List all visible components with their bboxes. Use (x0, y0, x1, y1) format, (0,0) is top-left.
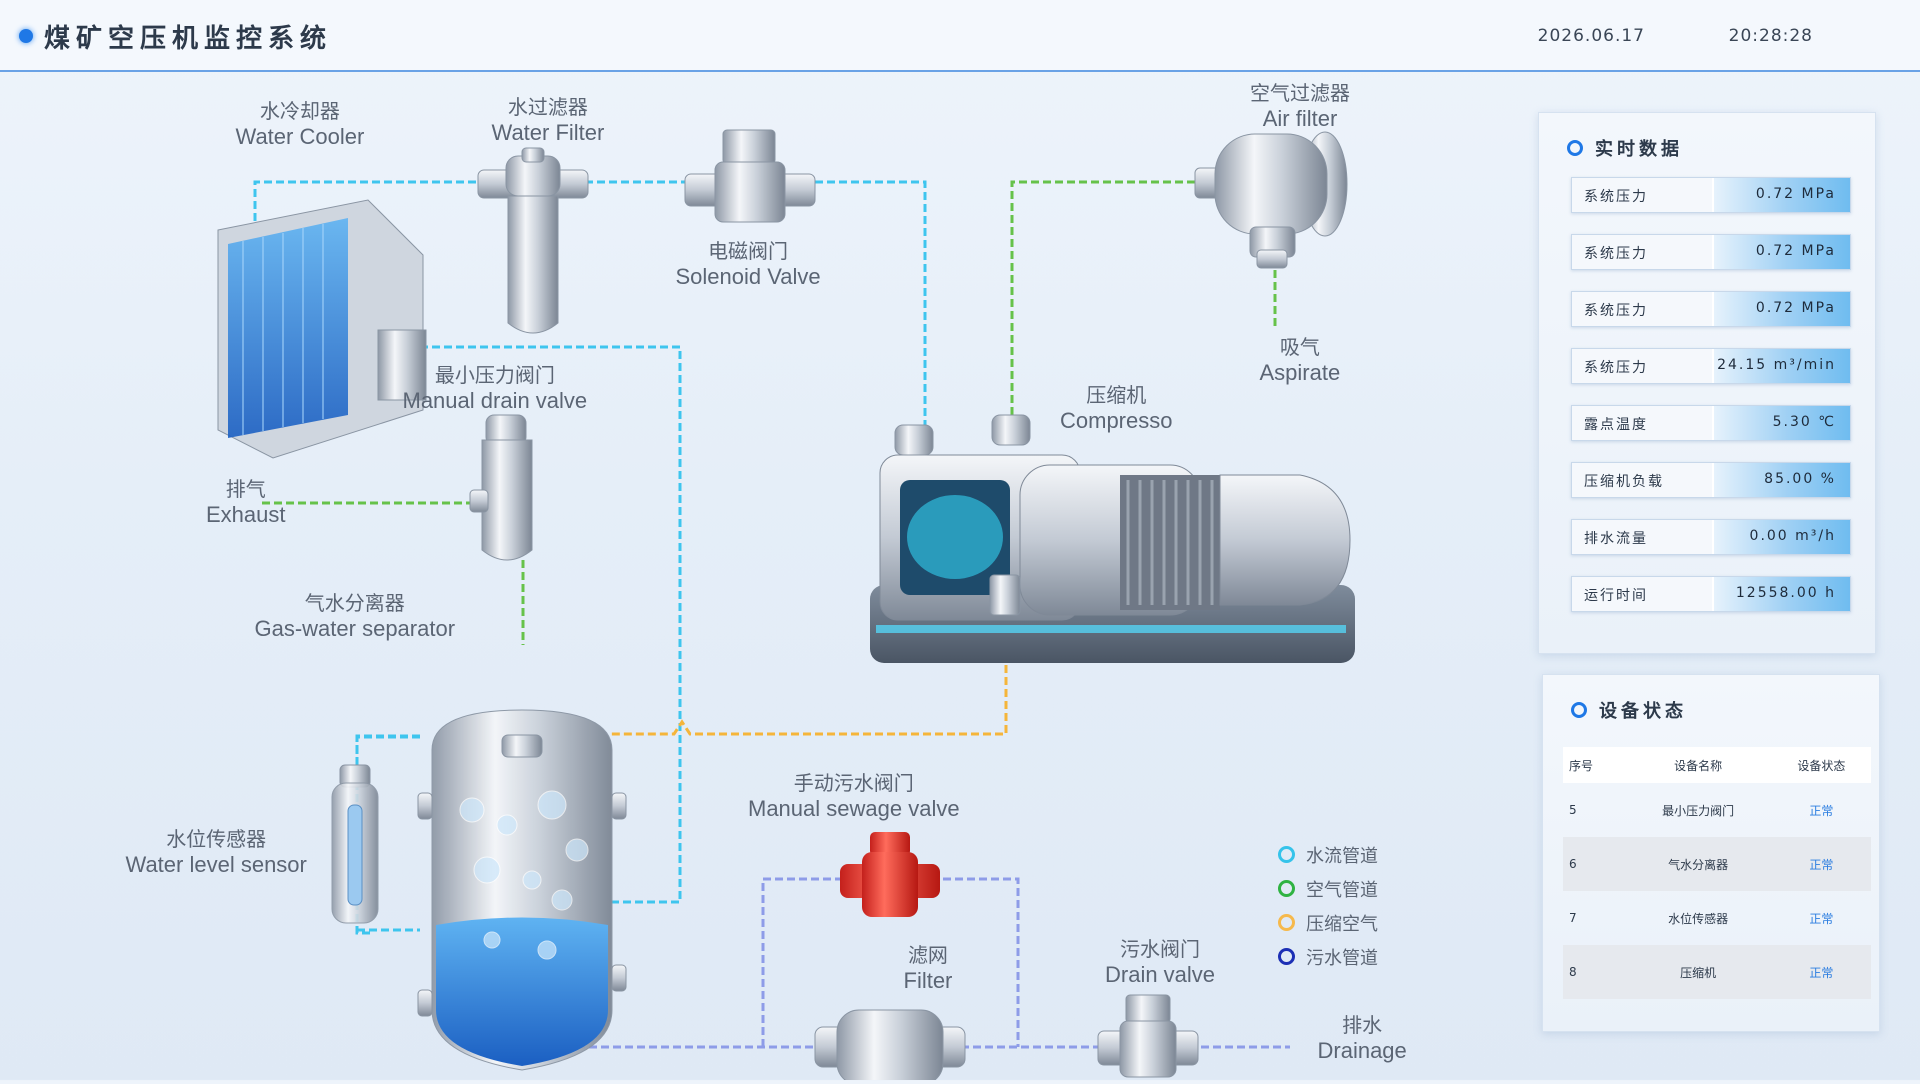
legend-ring-icon (1278, 846, 1295, 863)
column-header: 序号 (1563, 747, 1625, 783)
compressed-pipe-compressor-tank (610, 665, 1008, 736)
gas-water-separator (417, 709, 627, 1071)
solenoid-valve (684, 129, 816, 223)
water-filter (477, 147, 589, 334)
air-filter (1194, 131, 1348, 269)
header-date: 2026.06.17 (1537, 26, 1645, 46)
page-title: 煤矿空压机监控系统 (44, 24, 333, 54)
status-badge: 正常 (1809, 911, 1834, 926)
device-status-table: 序号 设备名称 设备状态 5 最小压力阀门 正常 6 气水分离器 正常 7 水位… (1563, 747, 1871, 999)
legend-ring-icon (1278, 880, 1295, 897)
table-row: 5 最小压力阀门 正常 (1563, 783, 1871, 837)
status-dot-icon (19, 29, 33, 43)
table-header-row: 序号 设备名称 设备状态 (1563, 747, 1871, 783)
realtime-row: 运行时间 12558.00 h (1571, 576, 1851, 612)
compressor (870, 414, 1355, 663)
air-pipes (262, 180, 1277, 645)
realtime-row: 压缩机负载 85.00 % (1571, 462, 1851, 498)
header-bar: 煤矿空压机监控系统 2026.06.17 20:28:28 (0, 0, 1920, 72)
realtime-row: 系统压力 24.15 m³/min (1571, 348, 1851, 384)
legend-ring-icon (1278, 948, 1295, 965)
drain-valve (1097, 994, 1199, 1078)
realtime-row: 露点温度 5.30 ℃ (1571, 405, 1851, 441)
realtime-panel-title: 实时数据 (1567, 135, 1683, 161)
air-pipe-filter-compressor (1010, 180, 1195, 415)
status-badge: 正常 (1809, 803, 1834, 818)
realtime-row: 系统压力 0.72 MPa (1571, 234, 1851, 270)
column-header: 设备状态 (1771, 747, 1871, 783)
panel-ring-icon (1567, 140, 1583, 156)
realtime-row: 系统压力 0.72 MPa (1571, 291, 1851, 327)
manual-sewage-valve (840, 832, 940, 917)
table-row: 8 压缩机 正常 (1563, 945, 1871, 999)
legend-ring-icon (1278, 914, 1295, 931)
filter (814, 1009, 966, 1084)
pipeline-svg (217, 129, 1355, 1084)
column-header: 设备名称 (1624, 747, 1772, 783)
water-cooler (217, 199, 427, 459)
table-row: 7 水位传感器 正常 (1563, 891, 1871, 945)
realtime-panel: 实时数据 系统压力 0.72 MPa 系统压力 0.72 MPa 系统压力 0.… (1538, 112, 1876, 654)
compressed-pipes (610, 665, 1008, 736)
realtime-row: 系统压力 0.72 MPa (1571, 177, 1851, 213)
device-status-title: 设备状态 (1571, 697, 1687, 723)
water-level-sensor (331, 764, 379, 924)
header-time: 20:28:28 (1728, 26, 1813, 46)
water-pipe-valve-compressor (815, 180, 927, 430)
panel-ring-icon (1571, 702, 1587, 718)
realtime-row: 排水流量 0.00 m³/h (1571, 519, 1851, 555)
device-status-panel: 设备状态 序号 设备名称 设备状态 5 最小压力阀门 正常 6 气水分离器 正常… (1542, 674, 1880, 1032)
min-pressure-valve (469, 414, 533, 561)
status-badge: 正常 (1771, 837, 1871, 891)
water-pipes-sensor (355, 734, 420, 932)
table-row: 6 气水分离器 正常 (1563, 837, 1871, 891)
status-badge: 正常 (1771, 945, 1871, 999)
